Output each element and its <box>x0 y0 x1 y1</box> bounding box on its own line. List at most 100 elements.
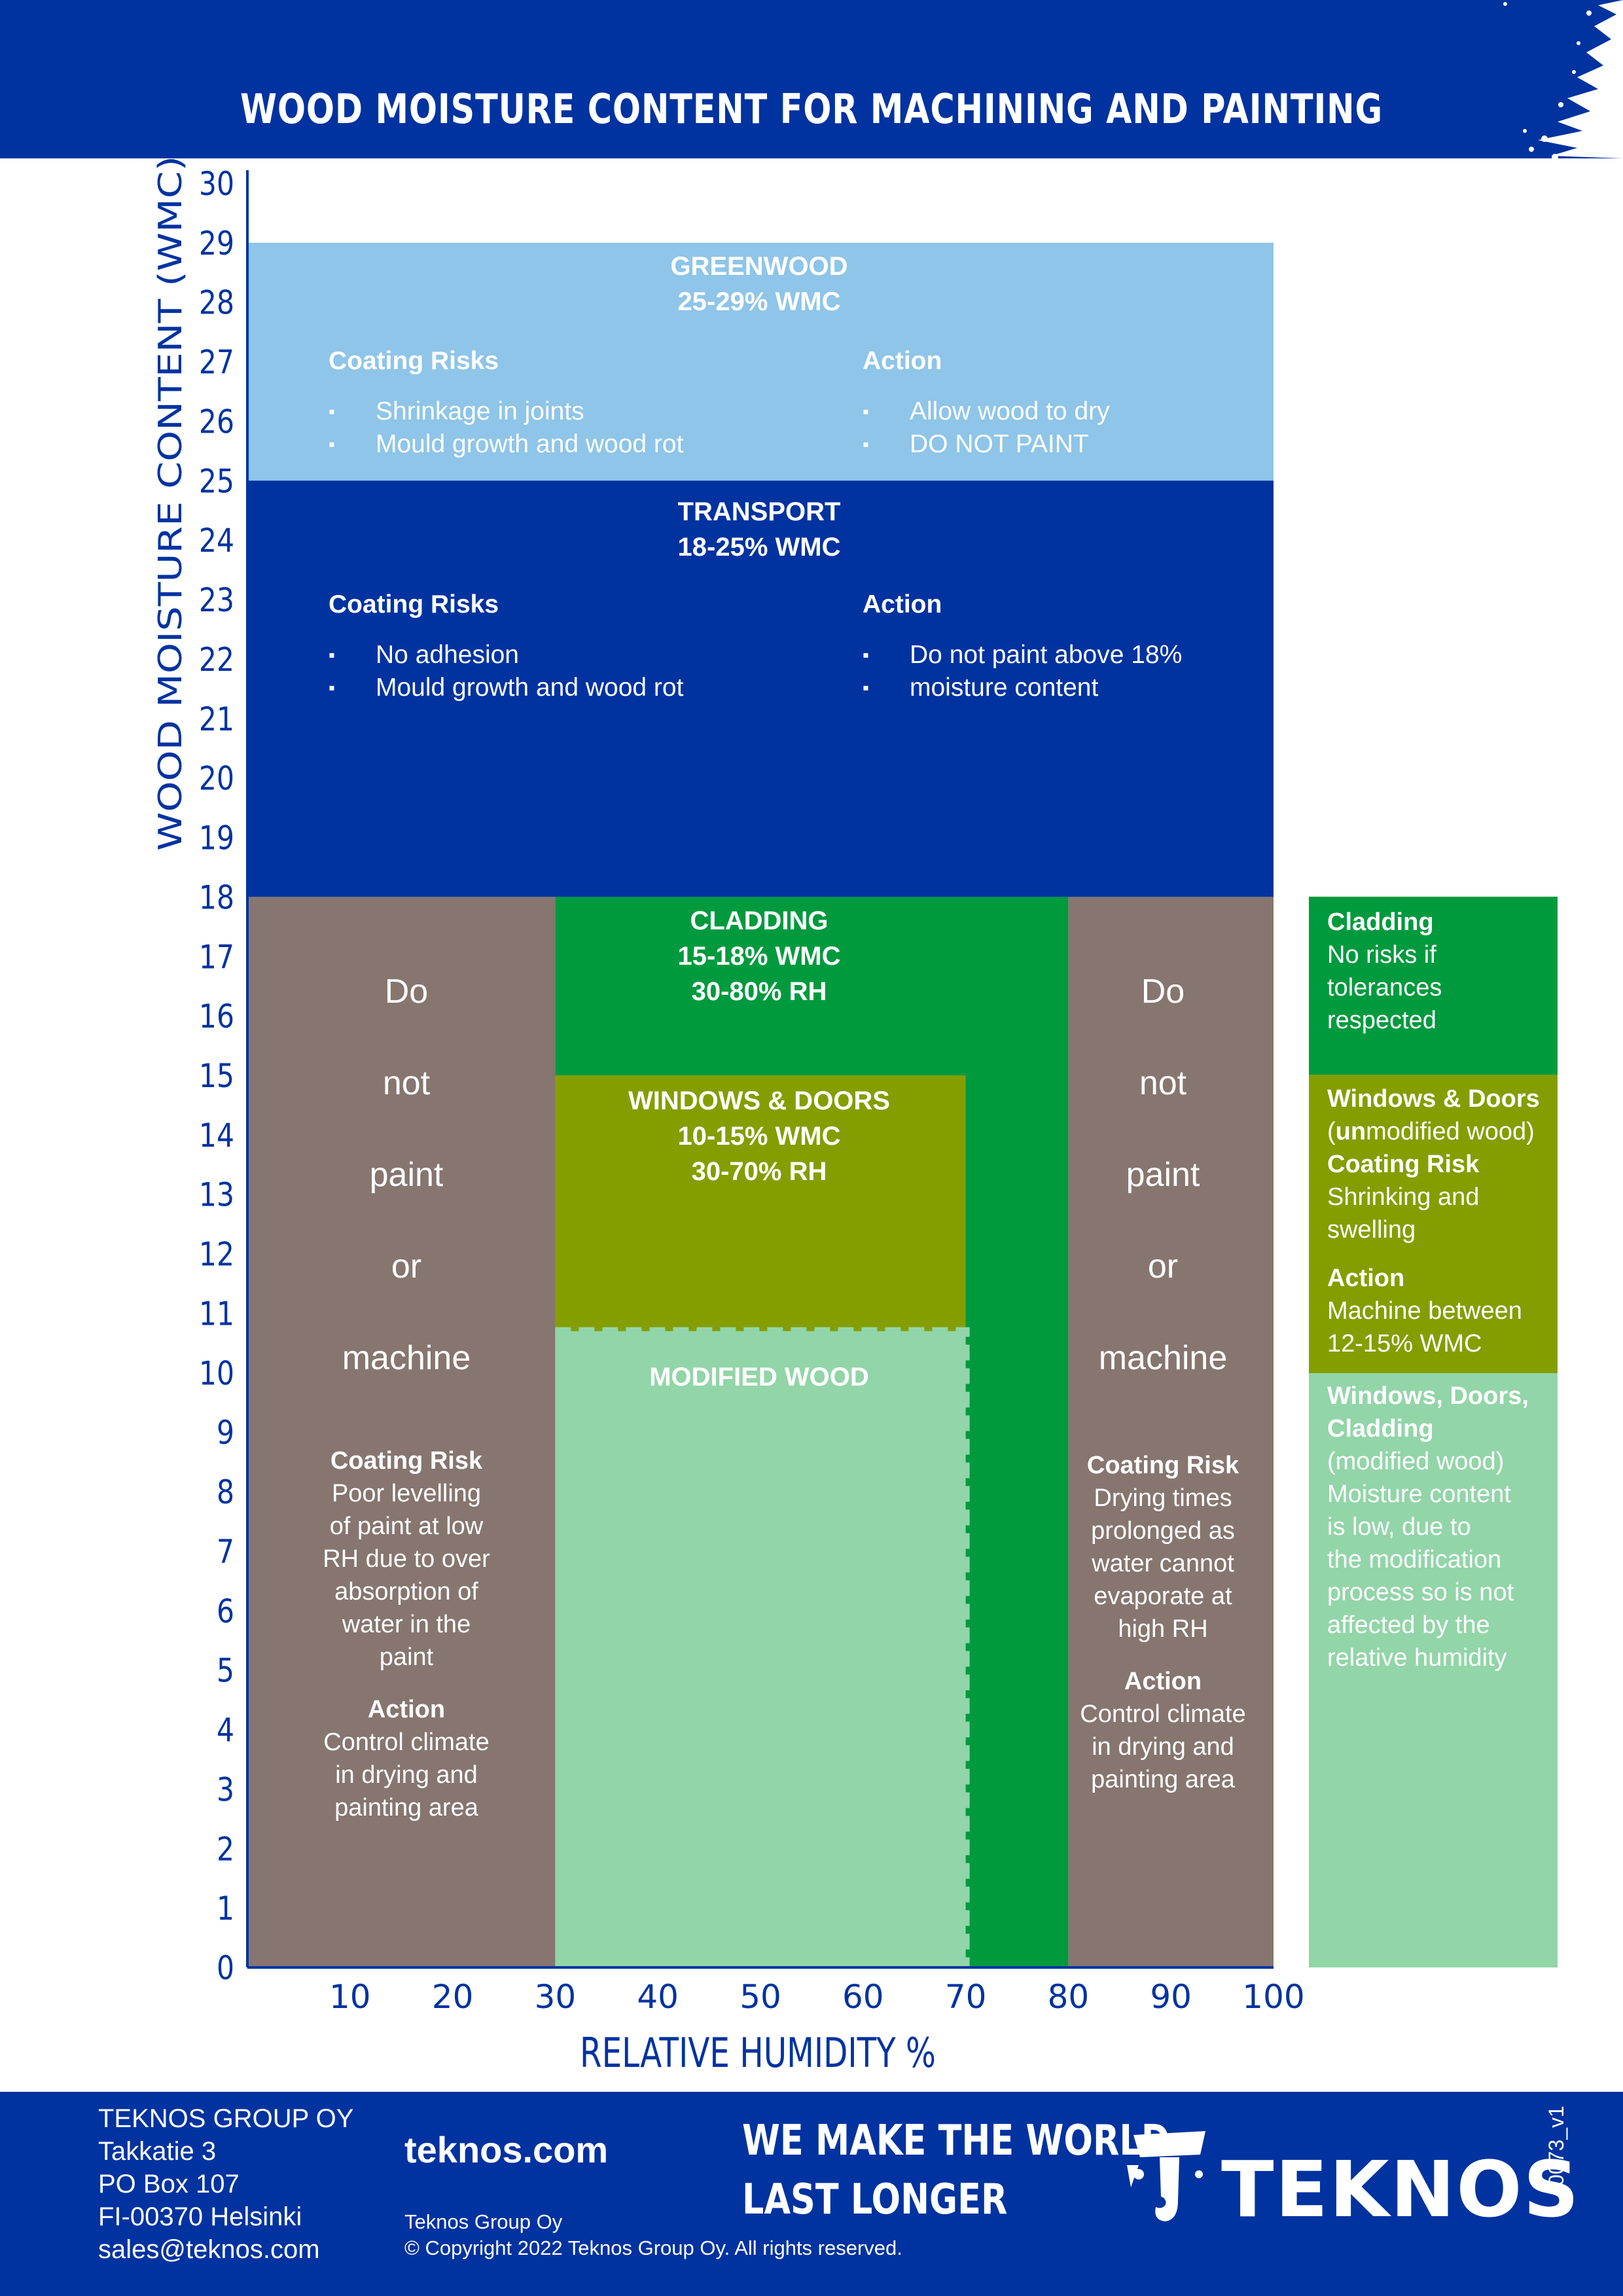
risk-line: water in the <box>342 1611 471 1638</box>
dnp-word: Do <box>1141 973 1185 1011</box>
transport-risks: Coating Risks No adhesion Mould growth a… <box>329 590 826 704</box>
list-item: No adhesion <box>329 639 826 672</box>
y-tick-label: 7 <box>217 1533 234 1571</box>
dnp-word: or <box>391 1247 422 1285</box>
action-line: painting area <box>1091 1766 1235 1793</box>
page-title: WOOD MOISTURE CONTENT FOR MACHINING AND … <box>240 85 1383 133</box>
windows-doors-wmc: 10-15% WMC <box>677 1122 841 1151</box>
legend-modified-heading: Windows, Doors, <box>1327 1382 1529 1410</box>
risk-line: Poor levelling <box>331 1480 482 1507</box>
do-not-paint-right-words: Do not paint or machine <box>1052 946 1274 1404</box>
risk-line: high RH <box>1118 1615 1208 1643</box>
x-tick-label: 60 <box>842 1978 884 2016</box>
slogan-line: LAST LONGER <box>742 2176 1008 2224</box>
action-heading: Action <box>367 1696 446 1723</box>
legend-windows-subtitle: (unmodified wood) <box>1327 1115 1558 1148</box>
legend-modified-wood: Windows, Doors, Cladding (modified wood)… <box>1309 1373 1558 1967</box>
dnp-word: or <box>1147 1247 1179 1285</box>
greenwood-risks-heading: Coating Risks <box>329 347 499 375</box>
paint-splatter-decoration <box>1503 0 1623 158</box>
dnp-word: paint <box>1126 1156 1200 1194</box>
transport-title: TRANSPORT <box>677 497 841 526</box>
y-tick-label: 19 <box>199 819 234 857</box>
legend-line: 12-15% WMC <box>1327 1330 1482 1357</box>
y-tick-label: 9 <box>217 1414 234 1452</box>
y-tick-label: 5 <box>217 1651 234 1689</box>
footer-address-line: FI-00370 Helsinki <box>98 2202 302 2231</box>
footer-copy-company: Teknos Group Oy <box>404 2210 563 2233</box>
dnp-word: paint <box>369 1156 444 1194</box>
risk-line: of paint at low <box>329 1513 484 1540</box>
greenwood-action: Action Allow wood to dry DO NOT PAINT <box>863 347 1229 461</box>
action-line: in drying and <box>335 1761 478 1789</box>
legend-cladding: Cladding No risks if tolerances respecte… <box>1309 897 1558 1075</box>
x-tick-label: 40 <box>637 1978 679 2016</box>
footer-copyright-text: © Copyright 2022 Teknos Group Oy. All ri… <box>404 2236 902 2259</box>
footer-brand: TEKNOS <box>1221 2144 1580 2234</box>
list-item: Mould growth and wood rot <box>329 428 826 461</box>
legend-line: affected by the <box>1327 1611 1490 1639</box>
legend-line: respected <box>1327 1007 1436 1034</box>
x-tick-label: 50 <box>740 1978 781 2016</box>
y-tick-label: 22 <box>199 641 234 679</box>
y-tick-label: 21 <box>199 700 234 738</box>
legend-line: tolerances <box>1327 974 1442 1001</box>
do-not-paint-left-words: Do not paint or machine <box>247 946 565 1404</box>
y-tick-label: 6 <box>217 1592 234 1630</box>
footer-doc-code: 0073_v1 <box>1544 2106 1568 2186</box>
footer-email[interactable]: sales@teknos.com <box>98 2235 320 2264</box>
zone-windows-doors <box>555 1075 966 1331</box>
greenwood-range: 25-29% WMC <box>677 287 841 316</box>
windows-doors-title-block: WINDOWS & DOORS 10-15% WMC 30-70% RH <box>563 1083 955 1189</box>
legend-modified-heading: Cladding <box>1327 1415 1434 1443</box>
dnp-word: Do <box>384 973 429 1011</box>
y-tick-label: 11 <box>199 1295 234 1333</box>
slogan-line: WE MAKE THE WORLD <box>742 2117 1170 2165</box>
footer-copyright: Teknos Group Oy © Copyright 2022 Teknos … <box>404 2209 902 2261</box>
legend-line: process so is not <box>1327 1579 1514 1606</box>
action-line: painting area <box>334 1794 478 1821</box>
modified-wood-dashed-boundary <box>555 1327 970 1967</box>
footer-address: TEKNOS GROUP OY Takkatie 3 PO Box 107 FI… <box>98 2102 353 2266</box>
footer-website-link[interactable]: teknos.com <box>404 2129 609 2170</box>
legend-line: swelling <box>1327 1216 1416 1244</box>
transport-action-list: Do not paint above 18% moisture content <box>863 639 1268 704</box>
y-tick-label: 18 <box>199 878 234 916</box>
greenwood-title-block: GREENWOOD 25-29% WMC <box>576 249 942 319</box>
legend-windows-bold-prefix: un <box>1335 1118 1366 1145</box>
x-tick-label: 90 <box>1150 1978 1192 2016</box>
y-tick-label: 16 <box>199 997 234 1035</box>
legend-cladding-heading: Cladding <box>1327 908 1434 936</box>
footer-slogan: WE MAKE THE WORLD LAST LONGER <box>742 2111 1169 2229</box>
greenwood-action-heading: Action <box>863 347 942 375</box>
legend-windows-doors: Windows & Doors (unmodified wood) Coatin… <box>1309 1075 1558 1373</box>
footer-address-line: Takkatie 3 <box>98 2137 217 2166</box>
risk-line: paint <box>379 1643 434 1671</box>
list-item: Allow wood to dry <box>863 395 1229 428</box>
cladding-wmc: 15-18% WMC <box>677 942 841 971</box>
y-axis-label: WOOD MOISTURE CONTENT (WMC) % <box>152 105 190 851</box>
y-tick-label: 17 <box>199 938 234 976</box>
transport-action-heading: Action <box>863 590 942 619</box>
list-item: Mould growth and wood rot <box>329 672 826 704</box>
risk-heading: Coating Risk <box>330 1447 483 1475</box>
y-tick-label: 4 <box>217 1711 234 1749</box>
legend-windows-paren: modified wood) <box>1366 1118 1535 1145</box>
greenwood-risks: Coating Risks Shrinkage in joints Mould … <box>329 347 826 461</box>
legend-line: No risks if <box>1327 941 1436 969</box>
do-not-paint-right-risk: Coating Risk Drying times prolonged as w… <box>1052 1449 1274 1796</box>
y-tick-label: 24 <box>199 522 234 560</box>
y-tick-label: 0 <box>217 1949 234 1987</box>
dnp-word: machine <box>342 1339 471 1377</box>
cladding-title-block: CLADDING 15-18% WMC 30-80% RH <box>563 903 955 1009</box>
paren-open: ( <box>1327 1118 1336 1145</box>
y-tick-label: 27 <box>199 343 234 381</box>
y-tick-label: 23 <box>199 581 234 619</box>
legend-line: (modified wood) <box>1327 1448 1505 1475</box>
greenwood-action-list: Allow wood to dry DO NOT PAINT <box>863 395 1229 461</box>
action-line: Control climate <box>1080 1700 1246 1728</box>
list-item: Shrinkage in joints <box>329 395 826 428</box>
page-header <box>0 0 1623 158</box>
legend-line: is low, due to <box>1327 1513 1471 1541</box>
legend-line: Moisture content <box>1327 1480 1511 1508</box>
